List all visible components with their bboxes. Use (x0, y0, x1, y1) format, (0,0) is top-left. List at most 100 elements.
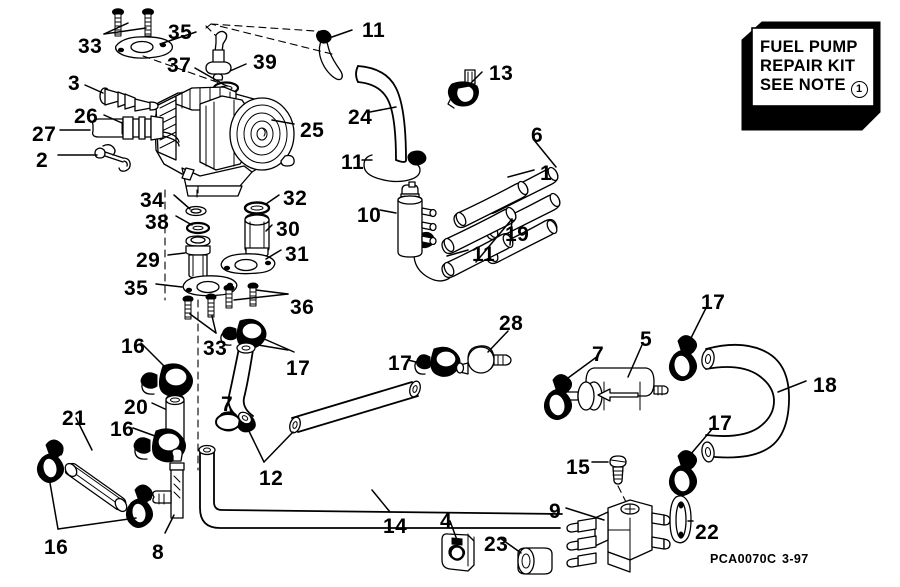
washer-34 (173, 194, 207, 217)
callout-17-clamp-d: 17 (708, 412, 733, 435)
callout-19-hoses: 19 (505, 223, 530, 246)
callout-17-clamp-b: 17 (388, 352, 413, 375)
callout-33-screws-upper: 33 (78, 35, 103, 58)
nipple-30 (244, 213, 273, 258)
hose-12-curved (227, 342, 256, 425)
gasket-22 (669, 495, 694, 544)
oring-32 (243, 194, 280, 215)
callout-38-oring: 38 (145, 211, 170, 234)
callout-12-hoses: 12 (259, 467, 284, 490)
callout-35-gasket-upper: 35 (168, 21, 193, 44)
connector-26-27 (59, 114, 180, 147)
figure-code: PCA0070C (710, 552, 777, 566)
callout-28-fitting: 28 (499, 312, 524, 335)
callout-14-hose: 14 (383, 515, 408, 538)
callout-37-oring: 37 (167, 54, 192, 77)
callout-8-fitting: 8 (152, 541, 165, 564)
lead-16-c2 (57, 517, 137, 530)
retainer-clip-13 (447, 69, 483, 109)
fitting-3 (84, 84, 159, 112)
callout-7-clamp-a: 7 (221, 393, 234, 416)
callout-13-retainer-clip: 13 (489, 62, 514, 85)
fitting-8 (152, 448, 185, 534)
callout-27-fuel-fitting: 27 (32, 123, 57, 146)
callout-9-valve-assembly: 9 (549, 500, 562, 523)
fuel-distributor-10 (379, 181, 437, 258)
note-number-circle: 1 (850, 81, 868, 98)
screws-33-lower (182, 293, 217, 334)
clamp-16-c1 (36, 439, 64, 483)
callout-23-cap: 23 (484, 533, 509, 556)
clamp-11-a (210, 23, 353, 81)
clip-4 (441, 520, 475, 572)
kit-box-line3: SEE NOTE (760, 76, 846, 94)
hose-18 (701, 343, 807, 463)
hose-12-straight (289, 380, 421, 434)
hose-24 (355, 65, 407, 163)
lead-16-c1 (49, 482, 59, 530)
callout-15-screw: 15 (566, 456, 591, 479)
fitting-28 (455, 330, 512, 375)
clamp-11-b (361, 150, 427, 183)
callout-17-clamp-a: 17 (286, 357, 311, 380)
gasket-35-lower (155, 275, 238, 297)
clamp-17-a (220, 318, 295, 353)
connector-29 (167, 235, 211, 279)
callout-17-clamp-c: 17 (701, 291, 726, 314)
callout-25-fuel-pump: 25 (300, 119, 325, 142)
clamp-7-b (543, 355, 599, 420)
kit-box-line1: FUEL PUMP (760, 38, 858, 56)
cap-23 (499, 537, 553, 575)
clamp-7-a (215, 406, 256, 433)
valve-assembly-9 (565, 499, 671, 573)
callout-21-hose: 21 (62, 407, 87, 430)
callout-18-hose: 18 (813, 374, 838, 397)
callout-1-hose-set: 1 (540, 162, 553, 185)
callout-3-fitting: 3 (68, 72, 81, 95)
figure-date: 3-97 (782, 552, 809, 566)
clamp-17-d (668, 427, 714, 496)
callout-35-gasket-lower: 35 (124, 277, 149, 300)
screws-36 (223, 282, 289, 309)
callout-5-fuel-filter: 5 (640, 328, 653, 351)
lead-12-a (245, 424, 265, 463)
callout-2-clip: 2 (36, 149, 49, 172)
hose-bundle-1-6-19 (441, 139, 561, 279)
clamp-17-b (407, 346, 461, 377)
callout-16-clamp-b: 16 (110, 418, 135, 441)
callout-11-clamp-upper: 11 (362, 19, 386, 42)
centerline-upper (142, 55, 229, 87)
callout-32-oring: 32 (283, 187, 308, 210)
clamp-16-a (140, 342, 193, 398)
gasket-31 (220, 249, 282, 275)
screws-33-upper (103, 8, 154, 37)
callout-30-nipple: 30 (276, 218, 301, 241)
gasket-35-upper (115, 31, 197, 59)
callout-16-clamp-a: 16 (121, 335, 146, 358)
lead-17-a (257, 344, 289, 351)
callout-10-fuel-distributor: 10 (357, 204, 382, 227)
callout-29-connector: 29 (136, 249, 161, 272)
kit-box-line2: REPAIR KIT (760, 57, 856, 75)
clamp-16-c2 (125, 484, 153, 528)
callout-16-clamp-c: 16 (44, 536, 69, 559)
screw-15 (591, 455, 630, 509)
callout-39-check-valve: 39 (253, 51, 278, 74)
callout-31-gasket: 31 (285, 243, 310, 266)
callout-11-clamp-lower: 11 (472, 243, 496, 266)
oring-38 (175, 215, 211, 235)
hose-21 (64, 417, 128, 513)
check-valve-39 (205, 25, 247, 81)
kit-box-line3-wrap: SEE NOTE 1 (760, 76, 868, 98)
callout-7-clamp-b: 7 (592, 343, 605, 366)
fuel-filter-5 (561, 344, 669, 411)
callout-20-sleeve: 20 (124, 396, 149, 419)
callout-36-screws: 36 (290, 296, 315, 319)
callout-26-connector: 26 (74, 105, 99, 128)
callout-4-clip: 4 (440, 510, 453, 533)
callout-33-screws-lower: 33 (203, 337, 228, 360)
lead-12-b (263, 431, 294, 463)
hose-14 (198, 444, 563, 529)
